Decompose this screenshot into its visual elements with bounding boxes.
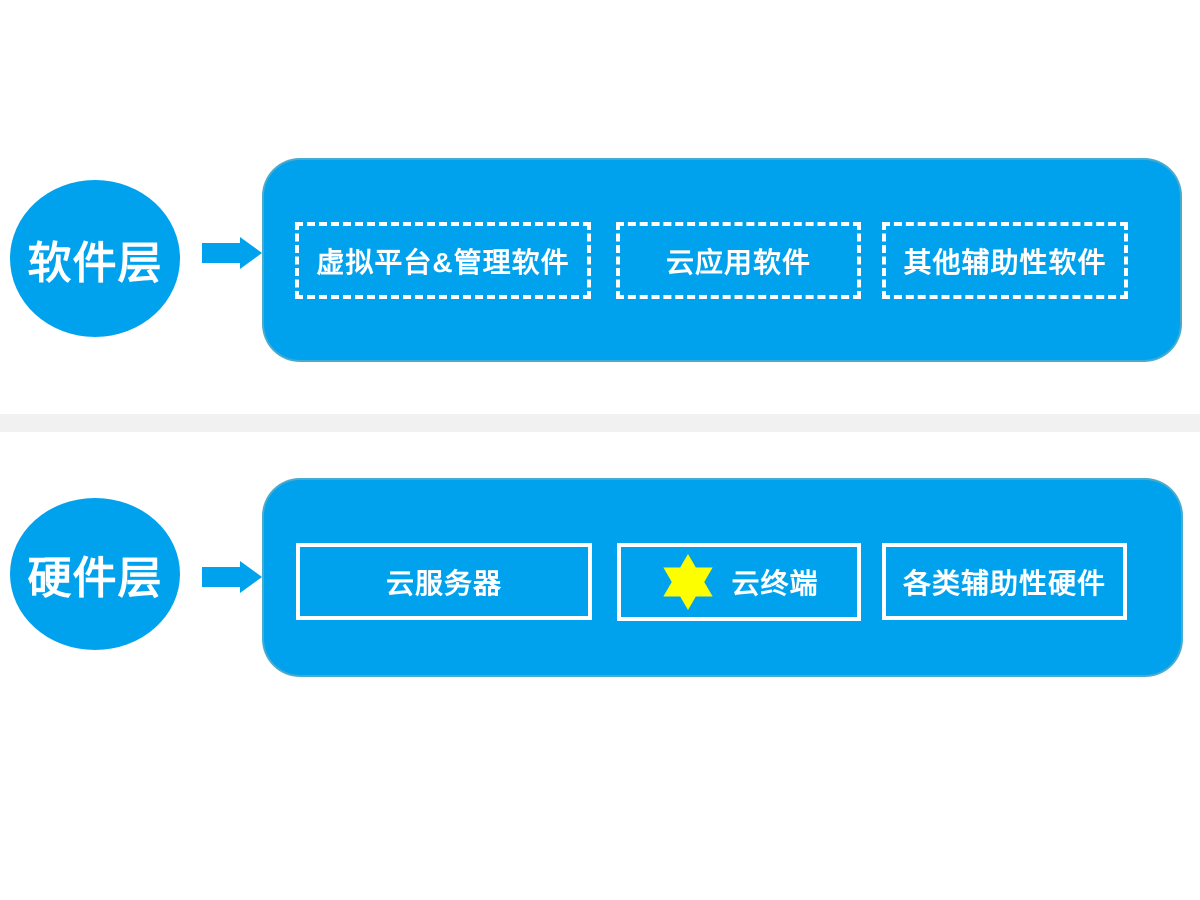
software-item-other-software: 其他辅助性软件 [882, 222, 1128, 299]
right-arrow-icon [202, 561, 262, 593]
hardware-layer-label: 硬件层 [27, 554, 163, 603]
hardware-layer-ellipse: 硬件层 [10, 498, 180, 650]
software-item-cloud-apps: 云应用软件 [616, 222, 861, 299]
software-item-label: 其他辅助性软件 [903, 246, 1107, 278]
hardware-item-cloud-terminal: 云终端 [617, 543, 861, 621]
software-layer-label: 软件层 [27, 238, 163, 288]
software-item-label: 虚拟平台&管理软件 [316, 246, 570, 278]
hardware-item-label: 云终端 [731, 568, 819, 599]
six-pointed-star-icon [663, 553, 714, 611]
software-item-label: 云应用软件 [665, 246, 811, 278]
software-item-virtual-platform: 虚拟平台&管理软件 [295, 222, 591, 299]
right-arrow-icon [202, 237, 262, 269]
hardware-item-label: 云服务器 [385, 567, 502, 599]
software-layer-panel: 虚拟平台&管理软件 云应用软件 其他辅助性软件 [262, 158, 1182, 362]
software-layer-ellipse: 软件层 [10, 180, 180, 337]
hardware-item-label: 各类辅助性硬件 [902, 567, 1106, 599]
hardware-item-other-hardware: 各类辅助性硬件 [882, 543, 1127, 620]
hardware-item-cloud-server: 云服务器 [296, 543, 592, 620]
hardware-layer-panel: 云服务器 云终端 各类辅助性硬件 [262, 478, 1183, 677]
section-divider [0, 414, 1200, 432]
